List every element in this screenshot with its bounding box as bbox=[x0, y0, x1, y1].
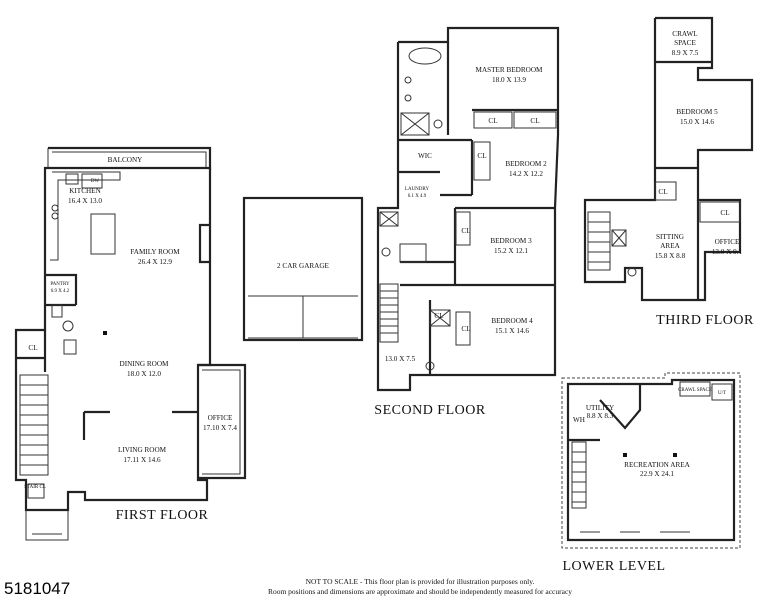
bedroom3-dims: 15.2 X 12.1 bbox=[494, 247, 528, 255]
crawl-space-label-2: SPACE bbox=[674, 39, 696, 47]
lower-level-title: LOWER LEVEL bbox=[562, 559, 665, 574]
water-heater-label: WH bbox=[573, 416, 585, 424]
closet-label-master-2: CL bbox=[530, 117, 539, 125]
closet-label-bath: CL bbox=[434, 312, 443, 320]
utility-label: UTILITY bbox=[586, 404, 615, 412]
master-bedroom-label: MASTER BEDROOM bbox=[476, 66, 544, 74]
family-room-dims: 26.4 X 12.9 bbox=[138, 258, 172, 266]
ut-label: U/T bbox=[718, 391, 726, 396]
hall-second-dims: 13.0 X 7.5 bbox=[385, 355, 416, 363]
recreation-area-dims: 22.9 X 24.1 bbox=[640, 470, 674, 478]
first-floor-title: FIRST FLOOR bbox=[116, 508, 209, 523]
garage-label: 2 CAR GARAGE bbox=[277, 262, 330, 270]
bedroom4-dims: 15.1 X 14.6 bbox=[495, 327, 529, 335]
sitting-area-label: SITTING bbox=[656, 233, 684, 241]
disclaimer-line-2: Room positions and dimensions are approx… bbox=[267, 587, 573, 596]
closet-label-bed2: CL bbox=[477, 152, 486, 160]
pantry-dims: 6.9 X 4.2 bbox=[51, 289, 70, 294]
crawl-space-small-label: CRAWL SPACE bbox=[678, 388, 712, 393]
closet-label-master-1: CL bbox=[488, 117, 497, 125]
sitting-area-dims: 15.8 X 8.8 bbox=[655, 252, 686, 260]
garage-plan bbox=[242, 196, 364, 342]
office-third-label: OFFICE bbox=[715, 238, 740, 246]
living-room-dims: 17.11 X 14.6 bbox=[123, 456, 161, 464]
living-room-label: LIVING ROOM bbox=[118, 446, 167, 454]
closet-label-bed3: CL bbox=[461, 227, 470, 235]
crawl-space-dims: 8.9 X 7.5 bbox=[672, 49, 699, 57]
second-floor-plan bbox=[376, 26, 560, 392]
pantry-label: PANTRY bbox=[50, 282, 70, 287]
bedroom2-dims: 14.2 X 12.2 bbox=[509, 170, 543, 178]
bedroom5-label: BEDROOM 5 bbox=[676, 108, 718, 116]
family-room-label: FAMILY ROOM bbox=[130, 248, 180, 256]
bedroom5-dims: 15.0 X 14.6 bbox=[680, 118, 714, 126]
kitchen-dims: 16.4 X 13.0 bbox=[68, 197, 102, 205]
office-third-dims: 13.0 X 9.1 bbox=[712, 248, 743, 256]
closet-label-bed4: CL bbox=[461, 325, 470, 333]
dining-room-label: DINING ROOM bbox=[120, 360, 170, 368]
master-bedroom-dims: 18.0 X 13.9 bbox=[492, 76, 526, 84]
utility-dims: 8.8 X 8.3 bbox=[587, 412, 614, 420]
listing-id: 5181047 bbox=[4, 579, 71, 598]
dining-room-dims: 18.0 X 12.0 bbox=[127, 370, 161, 378]
third-floor-title: THIRD FLOOR bbox=[656, 313, 754, 328]
disclaimer-line-1: NOT TO SCALE - This floor plan is provid… bbox=[305, 577, 535, 586]
crawl-space-label: CRAWL bbox=[672, 30, 697, 38]
sitting-area-label-2: AREA bbox=[660, 242, 680, 250]
laundry-dims: 6.1 X 4.9 bbox=[408, 194, 427, 199]
balcony-label: BALCONY bbox=[108, 156, 144, 164]
second-floor-title: SECOND FLOOR bbox=[374, 403, 486, 418]
closet-label-third-1: CL bbox=[658, 188, 667, 196]
third-floor-plan bbox=[583, 16, 754, 302]
office-first-dims: 17.10 X 7.4 bbox=[203, 424, 237, 432]
wic-label: WIC bbox=[418, 152, 432, 160]
bedroom4-label: BEDROOM 4 bbox=[491, 317, 533, 325]
dishwasher-label: DW bbox=[91, 179, 100, 184]
laundry-label: LAUNDRY bbox=[405, 187, 430, 192]
closet-label-third-2: CL bbox=[720, 209, 729, 217]
bedroom2-label: BEDROOM 2 bbox=[505, 160, 547, 168]
closet-label-first: CL bbox=[28, 344, 37, 352]
first-floor-plan bbox=[14, 146, 247, 541]
bedroom3-label: BEDROOM 3 bbox=[490, 237, 532, 245]
stair-closet-label: STAIR CL bbox=[24, 485, 46, 490]
lower-level-plan bbox=[561, 372, 741, 549]
recreation-area-label: RECREATION AREA bbox=[624, 461, 690, 469]
office-first-label: OFFICE bbox=[208, 414, 233, 422]
kitchen-label: KITCHEN bbox=[69, 187, 101, 195]
